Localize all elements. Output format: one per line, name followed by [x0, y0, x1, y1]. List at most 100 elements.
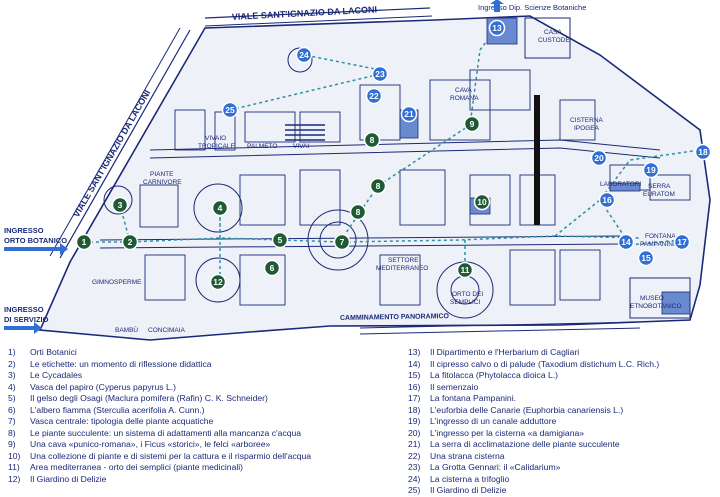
label-orto-2: SEMPLICI [450, 299, 481, 306]
legend-text: La cisterna a trifoglio [430, 473, 510, 484]
legend-number: 14) [408, 358, 421, 369]
green-marker-7-6[interactable] [333, 233, 351, 251]
label-orto-1: ORTO DEI [452, 291, 483, 298]
legend-number: 1) [8, 347, 16, 357]
green-marker-label-8-9: 8 [356, 207, 361, 217]
blue-marker-18-5[interactable] [694, 143, 712, 161]
green-marker-label-4-3: 4 [218, 203, 223, 213]
blue-marker-15-2[interactable] [637, 249, 655, 267]
label-vivaio-1: VIVAIO [205, 135, 226, 142]
legend-item-23: 23) La Grotta Gennari: il «Calidarium» [408, 462, 560, 474]
garden-map: VIALE SANT'IGNAZIO DA LACONI VIALE SANT'… [4, 0, 712, 341]
green-marker-4-3[interactable] [211, 199, 229, 217]
legend-item-7: 7)Vasca centrale: tipologia delle piante… [8, 416, 213, 428]
blue-marker-label-15-2: 15 [641, 253, 651, 263]
green-marker-12-13[interactable] [209, 273, 227, 291]
legend-item-18: 18)L'euforbia delle Canarie (Euphorbia c… [408, 405, 623, 417]
green-marker-5-4[interactable] [271, 231, 289, 249]
label-museo-1: MUSEO [640, 295, 664, 302]
legend-text: Il cipresso calvo o di palude (Taxodium … [430, 358, 660, 369]
blue-marker-24-11[interactable] [295, 46, 313, 64]
label-laboratori: LABORATORI [600, 181, 641, 188]
legend-number: 16) [408, 381, 421, 392]
legend-text: La Grotta Gennari: il «Calidarium» [430, 462, 561, 472]
green-marker-8-9[interactable] [349, 203, 367, 221]
blue-marker-label-19-6: 19 [646, 165, 656, 175]
label-settore-1: SETTORE [388, 257, 419, 264]
green-marker-3-2[interactable] [111, 196, 129, 214]
legend-item-19: 19)L'ingresso di un canale adduttore [408, 416, 556, 428]
blue-marker-20-7[interactable] [590, 149, 608, 167]
entrance-orto-line1[interactable]: INGRESSO [4, 226, 44, 235]
legend-item-5: 5)Il gelso degli Osagi (Maclura pomifera… [8, 393, 268, 405]
legend-item-3: 3) Le Cycadales [8, 370, 82, 382]
label-casa-1: CASA [544, 29, 562, 36]
entrance-orto-line2[interactable]: ORTO BOTANICO [4, 236, 67, 245]
legend-number: 23) [408, 462, 421, 472]
blue-marker-label-23-10: 23 [375, 69, 385, 79]
entrance-servizio-line2[interactable]: DI SERVIZIO [4, 315, 49, 324]
green-marker-label-2-1: 2 [128, 237, 133, 247]
entrance-servizio-line1[interactable]: INGRESSO [4, 305, 44, 314]
legend-item-22: 22)Una strana cisterna [408, 451, 505, 463]
blue-marker-21-8[interactable] [400, 105, 418, 123]
legend-number: 3) [8, 370, 16, 380]
green-marker-label-12-13: 12 [213, 277, 223, 287]
legend-number: 8) [8, 427, 16, 438]
legend-text: Il Dipartimento e l'Herbarium di Cagliar… [430, 347, 580, 357]
legend-item-12: 12)Il Giardino di Delizie [8, 474, 106, 486]
green-marker-8-7[interactable] [363, 131, 381, 149]
green-marker-10-11[interactable] [473, 193, 491, 211]
blue-marker-19-6[interactable] [642, 161, 660, 179]
blue-marker-label-22-9: 22 [369, 91, 379, 101]
legend-number: 11) [8, 462, 20, 472]
legend-item-8: 8) Le piante succulente: un sistema di ad… [8, 428, 301, 440]
blue-marker-label-21-8: 21 [404, 109, 414, 119]
legend-item-14: 14) Il cipresso calvo o di palude (Taxodi… [408, 359, 659, 371]
legend-item-9: 9) Una cava «punico-romana», i Ficus «sto… [8, 439, 270, 451]
legend-text: Le Cycadales [30, 370, 83, 380]
blue-marker-17-4[interactable] [673, 233, 691, 251]
blue-marker-14-1[interactable] [617, 233, 635, 251]
blue-marker-25-12[interactable] [221, 101, 239, 119]
blue-marker-13-0[interactable] [488, 19, 506, 37]
green-marker-11-12[interactable] [456, 261, 474, 279]
green-marker-2-1[interactable] [121, 233, 139, 251]
blue-marker-16-3[interactable] [598, 191, 616, 209]
label-fontana-1: FONTANA [645, 233, 676, 240]
legend-text: L'euforbia delle Canarie (Euphorbia cana… [430, 404, 624, 415]
legend-text: L'ingresso di un canale adduttore [430, 416, 557, 426]
green-marker-label-8-8: 8 [376, 181, 381, 191]
blue-marker-label-25-12: 25 [225, 105, 235, 115]
green-marker-label-7-6: 7 [340, 237, 345, 247]
vivai-rows [285, 124, 325, 141]
blue-marker-label-14-1: 14 [621, 237, 631, 247]
green-marker-label-9-10: 9 [470, 119, 475, 129]
label-serra-1: SERRA [648, 183, 671, 190]
label-cava-1: CAVA [455, 87, 472, 94]
label-cisterna-1: CISTERNA [570, 117, 604, 124]
green-marker-1-0[interactable] [75, 233, 93, 251]
green-marker-9-10[interactable] [463, 115, 481, 133]
legend-text: Una cava «punico-romana», i Ficus «stori… [30, 439, 271, 449]
blue-marker-23-10[interactable] [371, 65, 389, 83]
legend-item-13: 13)Il Dipartimento e l'Herbarium di Cagl… [408, 347, 579, 359]
green-marker-8-8[interactable] [369, 177, 387, 195]
legend-item-24: 24) La cisterna a trifoglio [408, 474, 509, 486]
legend-number: 15) [408, 370, 421, 380]
legend-text: Le piante succulente: un sistema di adat… [30, 427, 302, 438]
legend-number: 2) [8, 358, 16, 369]
entrance-dip[interactable]: Ingresso Dip. Scienze Botaniche [478, 3, 586, 12]
legend-text: Il semenzaio [430, 381, 479, 392]
dip-arrow-icon [490, 0, 504, 12]
blue-marker-22-9[interactable] [365, 87, 383, 105]
legend-text: Una collezione di piante e di sistemi pe… [30, 450, 312, 461]
green-marker-label-11-12: 11 [461, 265, 470, 275]
blue-marker-label-16-3: 16 [602, 195, 612, 205]
legend-text: Il Giardino di Delizie [430, 485, 507, 495]
label-piante-2: CARNIVORE [143, 179, 182, 186]
green-marker-label-6-5: 6 [270, 263, 275, 273]
green-marker-6-5[interactable] [263, 259, 281, 277]
legend-number: 24) [408, 473, 421, 484]
legend-number: 9) [8, 439, 16, 449]
